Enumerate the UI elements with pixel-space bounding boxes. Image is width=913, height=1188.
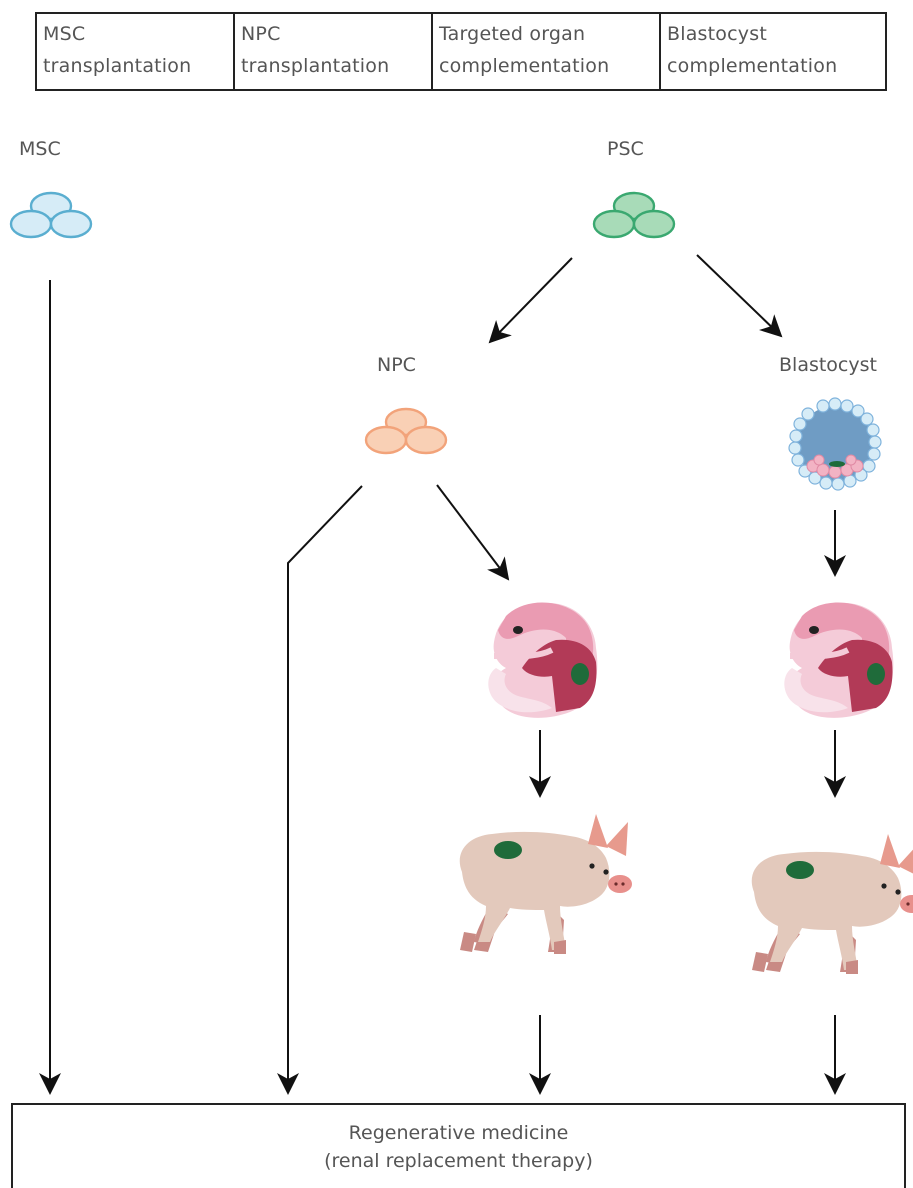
npc-label: NPC [377,354,416,376]
organ-complementation-pig-icon [459,814,632,954]
psc-label: PSC [607,138,644,160]
arrow-psc-to-npc [488,257,573,344]
legend-organ-line2: complementation [439,55,610,77]
arrow-npc-to-embryo [436,484,510,581]
legend-blastocyst-line1: Blastocyst [667,23,767,45]
legend-npc-line2: transplantation [241,55,390,77]
outcome-subtitle: (renal replacement therapy) [324,1150,593,1172]
blastocyst-embryo-icon [784,603,893,718]
blastocyst-complementation-pig-icon [751,834,913,974]
legend-targeted-organ-complementation: Targeted organ complementation [431,12,661,91]
legend-msc-line1: MSC [43,23,86,45]
legend-organ-line1: Targeted organ [439,23,586,45]
arrow-npc-to-outcome [277,485,363,1095]
legend-msc-line2: transplantation [43,55,192,77]
blastocyst-icon [788,397,882,491]
legend-blastocyst-complementation: Blastocyst complementation [659,12,887,91]
psc-cells-icon [592,191,676,239]
legend-npc-line1: NPC [241,23,281,45]
msc-label: MSC [19,138,61,160]
legend-msc-transplantation: MSC transplantation [35,12,235,91]
blastocyst-label: Blastocyst [779,354,877,376]
flow-arrows [39,254,846,1095]
msc-cells-icon [9,191,93,239]
npc-embryo-icon [488,603,597,718]
arrow-psc-to-blastocyst [696,254,783,338]
outcome-title: Regenerative medicine [348,1122,569,1144]
legend-npc-transplantation: NPC transplantation [233,12,433,91]
approach-legend-table: MSC transplantation NPC transplantation … [35,12,887,91]
legend-blastocyst-line2: complementation [667,55,838,77]
npc-cells-icon [364,407,448,455]
regenerative-medicine-box: Regenerative medicine (renal replacement… [11,1103,906,1188]
